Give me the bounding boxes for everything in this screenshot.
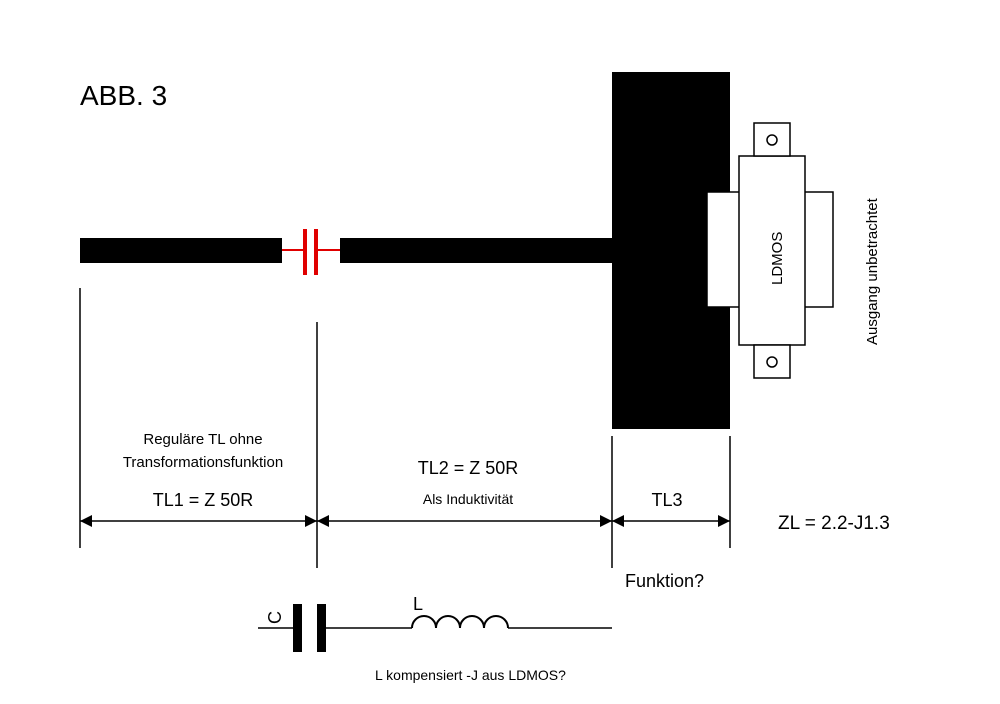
- load-impedance: ZL = 2.2-J1.3: [778, 513, 890, 534]
- tl2-description: Als Induktivität: [423, 491, 513, 507]
- tl2-strip: [340, 238, 612, 263]
- compensation-note: L kompensiert -J aus LDMOS?: [375, 667, 566, 683]
- output-label: Ausgang unbetrachtet: [864, 197, 881, 345]
- equivalent-circuit: [258, 604, 612, 652]
- ldmos-label: LDMOS: [769, 232, 786, 285]
- tl1-label: TL1 = Z 50R: [153, 490, 254, 510]
- tl1-strip: [80, 238, 282, 263]
- capacitor-label: C: [265, 611, 285, 624]
- tl3-label: TL3: [651, 490, 682, 510]
- tl1-description-line1: Reguläre TL ohne: [143, 431, 262, 448]
- tl2-label: TL2 = Z 50R: [418, 458, 519, 478]
- figure-title: ABB. 3: [80, 80, 167, 111]
- ldmos-transistor: [706, 122, 834, 379]
- tl1-description-line2: Transformationsfunktion: [123, 454, 283, 471]
- inductor-label: L: [413, 594, 423, 614]
- inductor-symbol: [411, 615, 509, 629]
- capacitor-symbol: [293, 604, 302, 652]
- function-question: Funktion?: [625, 571, 704, 591]
- series-capacitor: [282, 229, 340, 275]
